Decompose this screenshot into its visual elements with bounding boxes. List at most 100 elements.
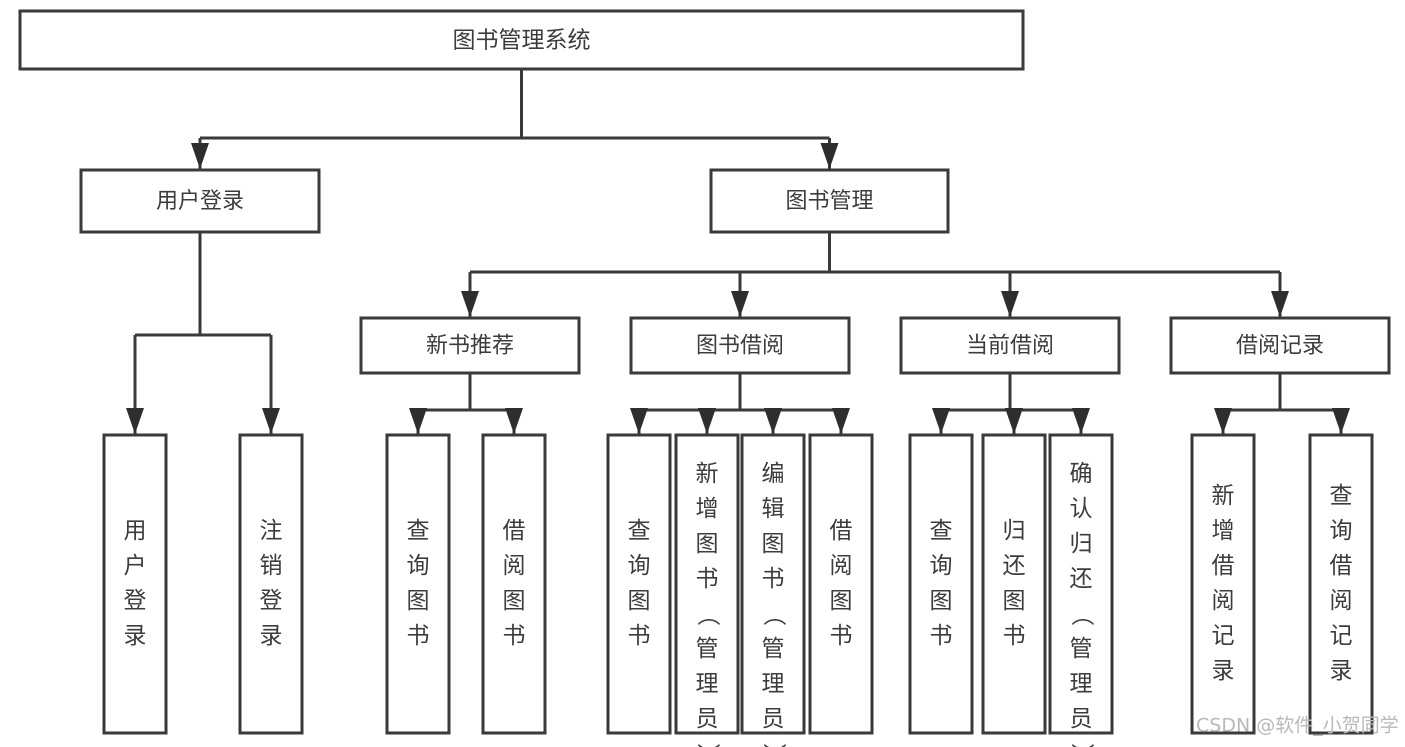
- edge-arrowhead: [630, 408, 648, 434]
- node-label-char: 员: [1070, 706, 1093, 732]
- node-label-char: 新: [696, 461, 719, 487]
- edge-arrowhead: [1005, 408, 1023, 434]
- node-label: 图书借阅: [696, 334, 784, 359]
- node-label-char: 借: [503, 518, 526, 544]
- node-label-char: 录: [1330, 658, 1353, 684]
- node-label-char: 阅: [1330, 588, 1353, 614]
- edge-arrowhead: [262, 408, 280, 434]
- edge-arrowhead: [1214, 408, 1232, 434]
- node-leaf-用户登录[interactable]: 用户登录: [102, 433, 168, 735]
- node-label-char: 理: [1070, 671, 1093, 697]
- node-l2-图书管理[interactable]: 图书管理: [709, 168, 950, 234]
- node-label-char: 询: [1330, 518, 1353, 544]
- edge-arrowhead: [1271, 291, 1289, 317]
- edge-arrowhead: [731, 291, 749, 317]
- node-label-char: 询: [930, 553, 953, 579]
- node-label-char: 录: [260, 623, 283, 649]
- node-label-char: 确: [1070, 461, 1093, 487]
- node-label-char: 阅: [503, 553, 526, 579]
- node-box: [102, 433, 168, 735]
- node-box: [709, 168, 950, 234]
- edge-arrowhead: [1001, 291, 1019, 317]
- node-label: 图书管理: [785, 189, 873, 214]
- node-label-char: 编: [762, 461, 785, 487]
- node-l3-当前借阅[interactable]: 当前借阅: [899, 316, 1121, 375]
- node-label-char: 户: [124, 553, 147, 579]
- node-l3-图书借阅[interactable]: 图书借阅: [629, 316, 851, 375]
- edge-arrowhead: [126, 408, 144, 434]
- node-label-char: 图: [503, 588, 526, 614]
- node-label-char: 图: [830, 588, 853, 614]
- node-label-char: 书: [696, 566, 719, 592]
- node-root-图书管理系统[interactable]: 图书管理系统: [18, 9, 1025, 71]
- node-label: 图书管理系统: [453, 28, 591, 54]
- node-label-char: 阅: [830, 553, 853, 579]
- node-box: [899, 316, 1121, 375]
- node-label-char: 书: [407, 623, 430, 649]
- node-label-char: 书: [830, 623, 853, 649]
- node-box: [79, 168, 321, 234]
- node-label-char: ）: [695, 743, 721, 747]
- node-box: [238, 433, 304, 735]
- node-label-char: 录: [1212, 658, 1235, 684]
- edge-arrowhead: [1332, 408, 1350, 434]
- node-label-char: 还: [1003, 553, 1026, 579]
- node-box: [481, 433, 547, 735]
- node-label: 新书推荐: [426, 334, 514, 359]
- node-box: [606, 433, 672, 735]
- node-label-char: 查: [628, 518, 651, 544]
- edge-arrowhead: [409, 408, 427, 434]
- node-l3-新书推荐[interactable]: 新书推荐: [359, 316, 581, 375]
- node-label-char: 询: [628, 553, 651, 579]
- node-label-char: 图: [628, 588, 651, 614]
- node-label-char: 记: [1212, 623, 1235, 649]
- node-label-char: 查: [407, 518, 430, 544]
- node-label-char: 图: [1003, 588, 1026, 614]
- node-label-char: （: [761, 603, 787, 626]
- node-label-char: 书: [1003, 623, 1026, 649]
- node-label-char: 认: [1070, 496, 1093, 522]
- node-label-char: 图: [696, 531, 719, 557]
- node-label-char: 借: [1212, 553, 1235, 579]
- edge-arrowhead: [1072, 408, 1090, 434]
- node-label-char: ）: [1069, 743, 1095, 747]
- edge-arrowhead: [505, 408, 523, 434]
- node-label-char: 理: [696, 671, 719, 697]
- node-label-char: 登: [260, 588, 283, 614]
- node-l2-用户登录[interactable]: 用户登录: [79, 168, 321, 234]
- node-box: [385, 433, 451, 735]
- node-label-char: 查: [930, 518, 953, 544]
- node-box: [908, 433, 974, 735]
- node-box: [359, 316, 581, 375]
- node-label-char: 辑: [762, 496, 785, 522]
- edge-arrowhead: [764, 408, 782, 434]
- node-label-char: 用: [124, 518, 147, 544]
- node-label-char: 图: [762, 531, 785, 557]
- node-label-char: 管: [1070, 636, 1093, 662]
- edge-arrowhead: [832, 408, 850, 434]
- node-l3-借阅记录[interactable]: 借阅记录: [1169, 316, 1391, 375]
- node-label-char: 归: [1003, 518, 1026, 544]
- node-label-char: 书: [762, 566, 785, 592]
- node-box: [981, 433, 1047, 735]
- node-label-char: 增: [696, 496, 719, 522]
- node-label-char: 录: [124, 623, 147, 649]
- node-label-char: 增: [1212, 518, 1235, 544]
- node-box: [740, 433, 806, 735]
- edge-arrowhead: [191, 143, 209, 169]
- node-label-char: 新: [1212, 483, 1235, 509]
- node-label-char: 书: [628, 623, 651, 649]
